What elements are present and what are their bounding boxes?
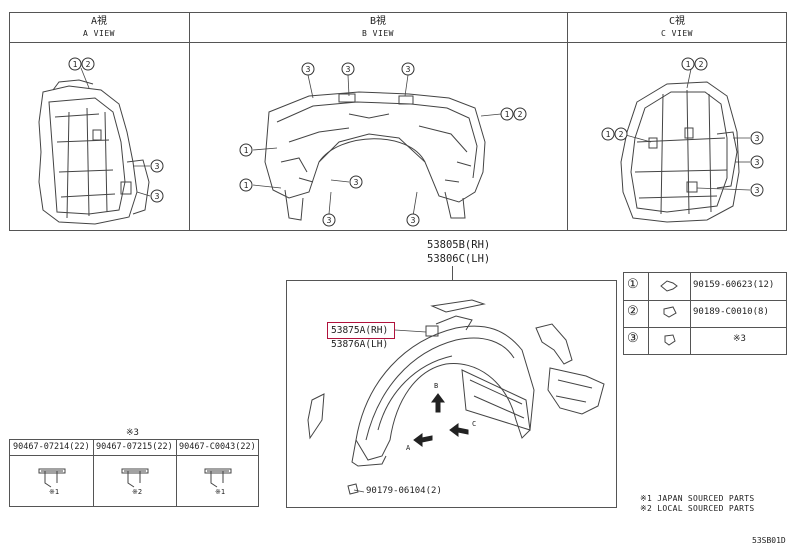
legend-table <box>623 272 787 355</box>
svg-text:3: 3 <box>354 178 359 187</box>
svg-text:3: 3 <box>755 134 760 143</box>
fasteners-table <box>9 439 259 507</box>
view-b-subtitle: B VIEW <box>362 29 394 38</box>
legend-row-3[interactable]: ③ ※3 <box>623 326 787 354</box>
view-a-callout-2: 2 <box>86 60 91 69</box>
legend-part-1[interactable]: 90159-60623(12) <box>693 280 775 290</box>
svg-text:3: 3 <box>327 216 332 225</box>
view-c-subtitle: C VIEW <box>661 29 693 38</box>
svg-text:1: 1 <box>244 181 249 190</box>
part-number-lh[interactable]: 53806C(LH) <box>427 253 491 265</box>
view-a-title: A視 <box>90 16 108 27</box>
grommet-icon <box>663 306 677 318</box>
fastener-cell-1[interactable]: 90467-07214(22) ※1 <box>9 439 92 507</box>
view-c-title: C視 <box>668 16 686 27</box>
note-japan: ※1 JAPAN SOURCED PARTS <box>640 494 755 503</box>
screw-icon <box>664 334 676 346</box>
assembly-drawing: B C A <box>307 299 605 495</box>
fastener-part-2[interactable]: 90467-07215(22) <box>96 442 173 452</box>
svg-text:3: 3 <box>346 65 351 74</box>
dir-label-b: B <box>434 382 438 390</box>
legend-num-3: ③ <box>627 331 639 346</box>
views-divider-2 <box>567 12 568 231</box>
svg-text:3: 3 <box>406 65 411 74</box>
highlighted-part-rh[interactable]: 53875A(RH) <box>331 325 389 336</box>
fasteners-title: ※3 <box>126 428 139 438</box>
clip-icon <box>660 280 678 292</box>
fastener-note-1: ※1 <box>49 488 60 496</box>
part-number-rh[interactable]: 53805B(RH) <box>427 239 491 251</box>
svg-text:3: 3 <box>411 216 416 225</box>
view-a-subtitle: A VIEW <box>83 29 115 38</box>
dir-label-c: C <box>472 420 476 428</box>
legend-num-2: ② <box>627 304 639 319</box>
view-b-title: B視 <box>369 16 387 27</box>
part-number-leader <box>452 266 453 281</box>
view-a-drawing: 1 2 3 3 <box>38 57 164 225</box>
svg-text:1: 1 <box>505 110 510 119</box>
fastener-clip-icon <box>38 468 66 488</box>
highlighted-part-lh[interactable]: 53876A(LH) <box>331 339 389 350</box>
legend-row-2[interactable]: ② 90189-C0010(8) <box>623 299 787 326</box>
svg-text:1: 1 <box>244 146 249 155</box>
fastener-clip-icon <box>121 468 149 488</box>
view-a-callout-3a: 3 <box>155 162 160 171</box>
diagram-id: 53SB01D <box>752 536 786 545</box>
views-frame <box>9 12 787 231</box>
svg-text:1: 1 <box>606 130 611 139</box>
svg-text:2: 2 <box>619 130 624 139</box>
legend-row-1[interactable]: ① 90159-60623(12) <box>623 272 787 299</box>
fastener-note-2: ※2 <box>132 488 143 496</box>
assembly-frame <box>286 280 617 508</box>
fastener-cell-3[interactable]: 90467-C0043(22) ※1 <box>175 439 259 507</box>
svg-text:3: 3 <box>755 186 760 195</box>
svg-text:1: 1 <box>686 60 691 69</box>
view-a-header: A視 A VIEW <box>9 12 189 42</box>
svg-text:2: 2 <box>699 60 704 69</box>
view-c-header: C視 C VIEW <box>567 12 787 42</box>
svg-text:3: 3 <box>755 158 760 167</box>
fastener-clip-icon <box>204 468 232 488</box>
note-local: ※2 LOCAL SOURCED PARTS <box>640 504 755 513</box>
legend-part-3[interactable]: ※3 <box>733 334 746 344</box>
fastener-part-3[interactable]: 90467-C0043(22) <box>179 442 256 452</box>
highlighted-part-box[interactable] <box>327 322 395 339</box>
bottom-part-number[interactable]: 90179-06104(2) <box>366 486 442 496</box>
fastener-part-1[interactable]: 90467-07214(22) <box>13 442 90 452</box>
svg-text:2: 2 <box>518 110 523 119</box>
dir-label-a: A <box>406 444 411 452</box>
view-a-callout-3b: 3 <box>155 192 160 201</box>
views-header-divider <box>9 42 787 43</box>
fastener-cell-2[interactable]: 90467-07215(22) ※2 <box>92 439 175 507</box>
legend-num-1: ① <box>627 277 639 292</box>
fastener-note-3: ※1 <box>215 488 226 496</box>
legend-part-2[interactable]: 90189-C0010(8) <box>693 307 769 317</box>
svg-text:3: 3 <box>306 65 311 74</box>
views-divider-1 <box>189 12 190 231</box>
view-a-callout-1: 1 <box>73 60 78 69</box>
view-b-header: B視 B VIEW <box>189 12 567 42</box>
